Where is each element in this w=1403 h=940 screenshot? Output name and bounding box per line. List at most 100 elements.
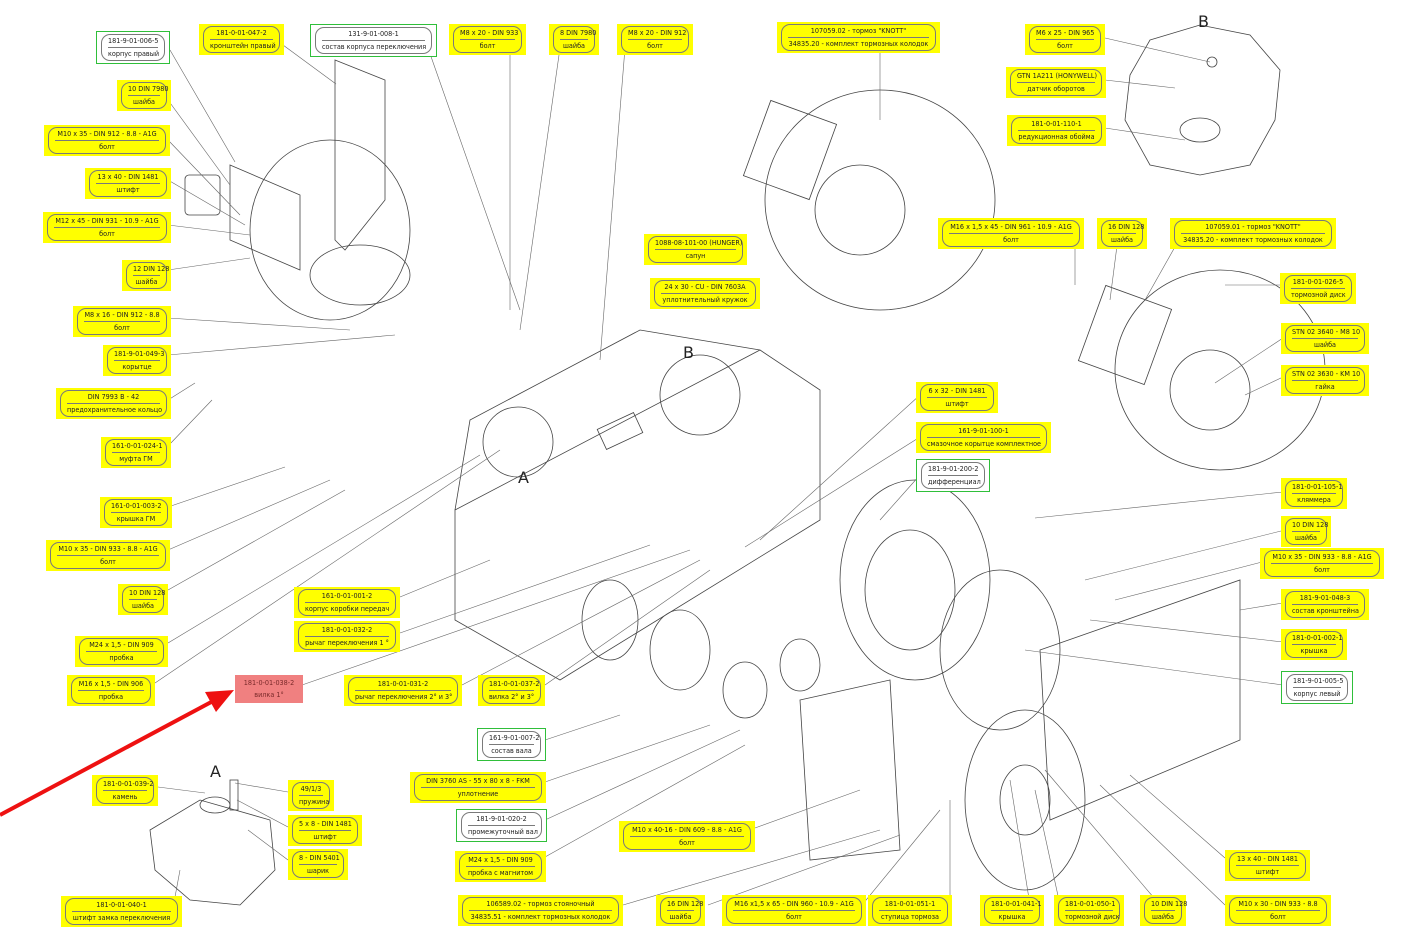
callout-part-name: штифт замка переключения xyxy=(72,913,171,922)
callout-part-number: 161-0-01-001-2 xyxy=(305,590,389,603)
callout-107059-01-knott[interactable]: 107059.01 - тормоз "KNOTT"34835.20 - ком… xyxy=(1170,218,1336,249)
detail-label-a-main: A xyxy=(518,468,529,487)
callout-107059-02-knott[interactable]: 107059.02 - тормоз "KNOTT"34835.20 - ком… xyxy=(777,22,940,53)
callout-part-name: вилка 1° xyxy=(254,690,284,699)
leader-lines xyxy=(154,37,1286,906)
callout-part-name: болт xyxy=(99,142,115,151)
callout-part-name: рычаг переключения 1 ° xyxy=(305,638,389,647)
callout-part-number: M8 x 20 - DIN 933 xyxy=(460,27,518,40)
callout-part-name: шайба xyxy=(669,912,692,921)
detail-label-a-bottom: A xyxy=(210,762,221,781)
callout-part-number: M10 x 40-16 - DIN 609 - 8.8 - A1G xyxy=(630,824,744,837)
callout-part-name: дифференциал xyxy=(928,477,981,486)
callout-part-name: штифт xyxy=(116,185,140,194)
detail-a-view xyxy=(149,779,276,906)
callout-part-number: 181-9-01-049-3 xyxy=(114,348,164,361)
callout-part-name: шайба xyxy=(132,97,156,106)
callout-part-name: уплотнение xyxy=(457,789,499,798)
right-housing-drawing xyxy=(184,59,411,321)
callout-part-name: состав кронштейна xyxy=(1292,606,1359,615)
callout-part-number: 10 DIN 7980 xyxy=(128,83,169,96)
callout-1088-08-101-00-hunger[interactable]: 1088-08-101-00 (HUNGER)сапун xyxy=(644,234,747,265)
callout-part-name: промежуточный вал xyxy=(468,827,538,836)
callout-part-name: штифт xyxy=(945,399,969,408)
callout-gtn-1a211[interactable]: GTN 1A211 (HONYWELL)датчик оборотов xyxy=(1006,67,1106,98)
callout-part-name: болт xyxy=(1057,41,1073,50)
callout-part-name: крышка ГМ xyxy=(116,514,156,523)
callout-part-name: датчик оборотов xyxy=(1027,84,1085,93)
callout-part-name: пробка xyxy=(109,653,134,662)
callout-part-number: 161-0-01-003-2 xyxy=(111,500,161,513)
callout-part-name: вилка 2° и 3° xyxy=(489,692,535,701)
callout-part-number: 161-9-01-007-2 xyxy=(489,732,539,745)
parking-brake-disc-drawing xyxy=(964,709,1086,891)
callout-part-number: 16 DIN 128 xyxy=(667,898,703,911)
detail-b-view xyxy=(1124,24,1281,176)
callout-part-number: M24 x 1,5 - DIN 909 xyxy=(466,854,535,867)
callout-part-number: 181-0-01-051-1 xyxy=(879,898,941,911)
callout-part-number: 161-0-01-024-1 xyxy=(112,440,162,453)
